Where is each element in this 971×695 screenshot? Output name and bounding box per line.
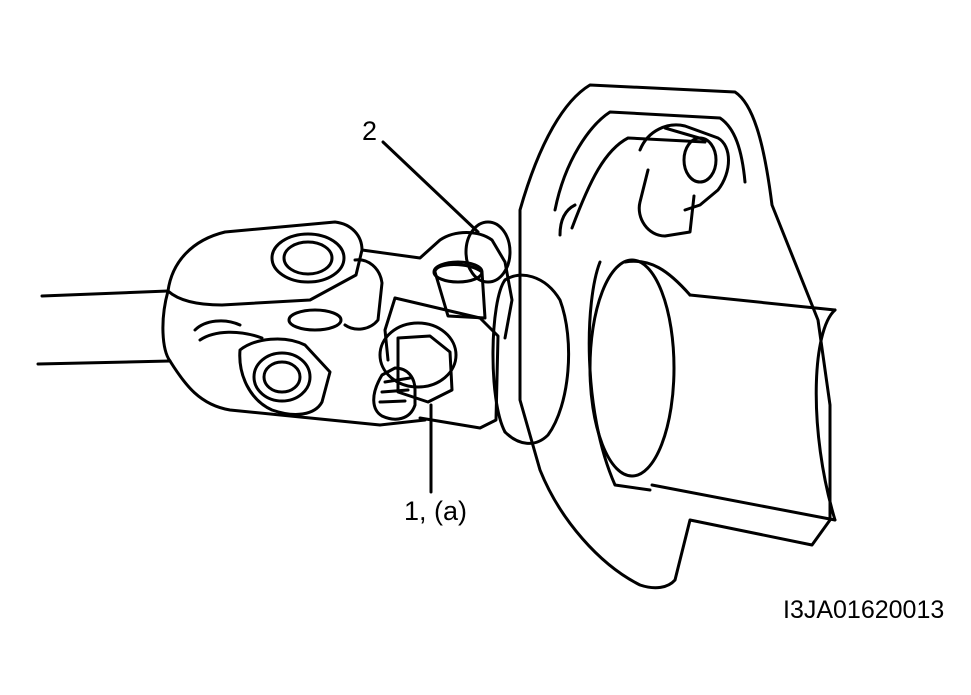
column-bracket-drawing [518, 83, 832, 590]
figure-code: I3JA01620013 [783, 596, 945, 624]
universal-joint-drawing [161, 220, 514, 430]
callout-label-1: 1, (a) [404, 496, 468, 526]
bracket-clamp-drawing [637, 123, 730, 238]
steering-column-drawing [587, 258, 837, 522]
callout-leader-lines [381, 140, 480, 494]
steering-shaft-drawing [36, 289, 172, 366]
callout-label-2: 2 [362, 116, 378, 146]
joint-bolt-icon [372, 260, 487, 421]
column-collar-drawing [491, 273, 571, 445]
